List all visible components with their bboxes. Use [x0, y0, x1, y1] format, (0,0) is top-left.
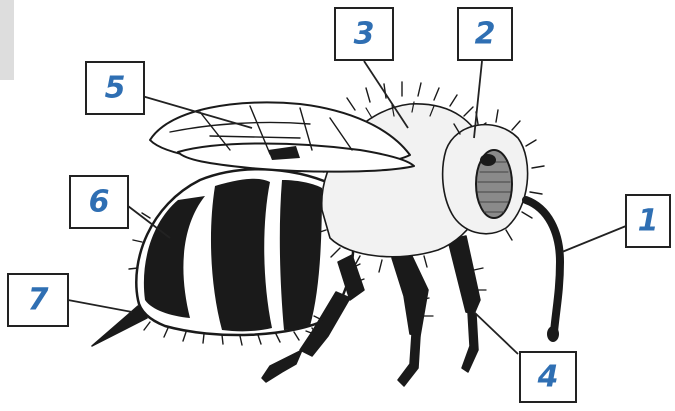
- label-box-7: 7: [8, 274, 68, 326]
- label-number-5: 5: [105, 71, 126, 106]
- wings: [150, 102, 414, 171]
- label-box-5: 5: [86, 62, 144, 114]
- label-box-4: 4: [520, 352, 576, 402]
- leader-line-4: [474, 312, 518, 354]
- label-number-1: 1: [638, 204, 659, 239]
- label-box-6: 6: [70, 176, 128, 228]
- label-box-3: 3: [335, 8, 393, 60]
- label-number-7: 7: [28, 283, 49, 318]
- label-number-4: 4: [537, 360, 559, 395]
- leader-line-1: [562, 226, 626, 252]
- antenna: [526, 200, 560, 332]
- label-box-1: 1: [626, 195, 670, 247]
- honeybee-icon: [92, 82, 560, 386]
- label-number-6: 6: [89, 185, 110, 220]
- label-number-2: 2: [475, 17, 496, 52]
- page-edge-shadow: [0, 0, 14, 80]
- head: [443, 110, 544, 240]
- label-number-3: 3: [354, 17, 375, 52]
- stinger: [92, 306, 147, 346]
- label-box-2: 2: [458, 8, 512, 60]
- leader-line-7: [68, 300, 132, 312]
